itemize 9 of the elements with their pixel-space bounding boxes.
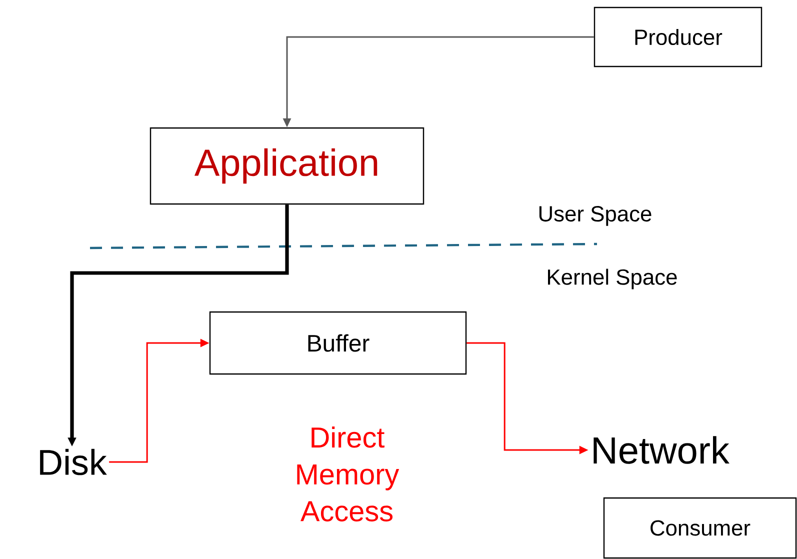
process-box: Producer (594, 6, 762, 68)
node-label: Disk (40, 448, 107, 476)
process-box: Application (150, 127, 424, 205)
process-box: Buffer (209, 311, 467, 375)
label-text: User Space (539, 206, 652, 226)
node-label: Network (594, 436, 730, 464)
process-box: Consumer (603, 497, 797, 559)
label-text: Kernel Space (548, 268, 677, 290)
label-text: Direct Memory Access (297, 426, 400, 522)
